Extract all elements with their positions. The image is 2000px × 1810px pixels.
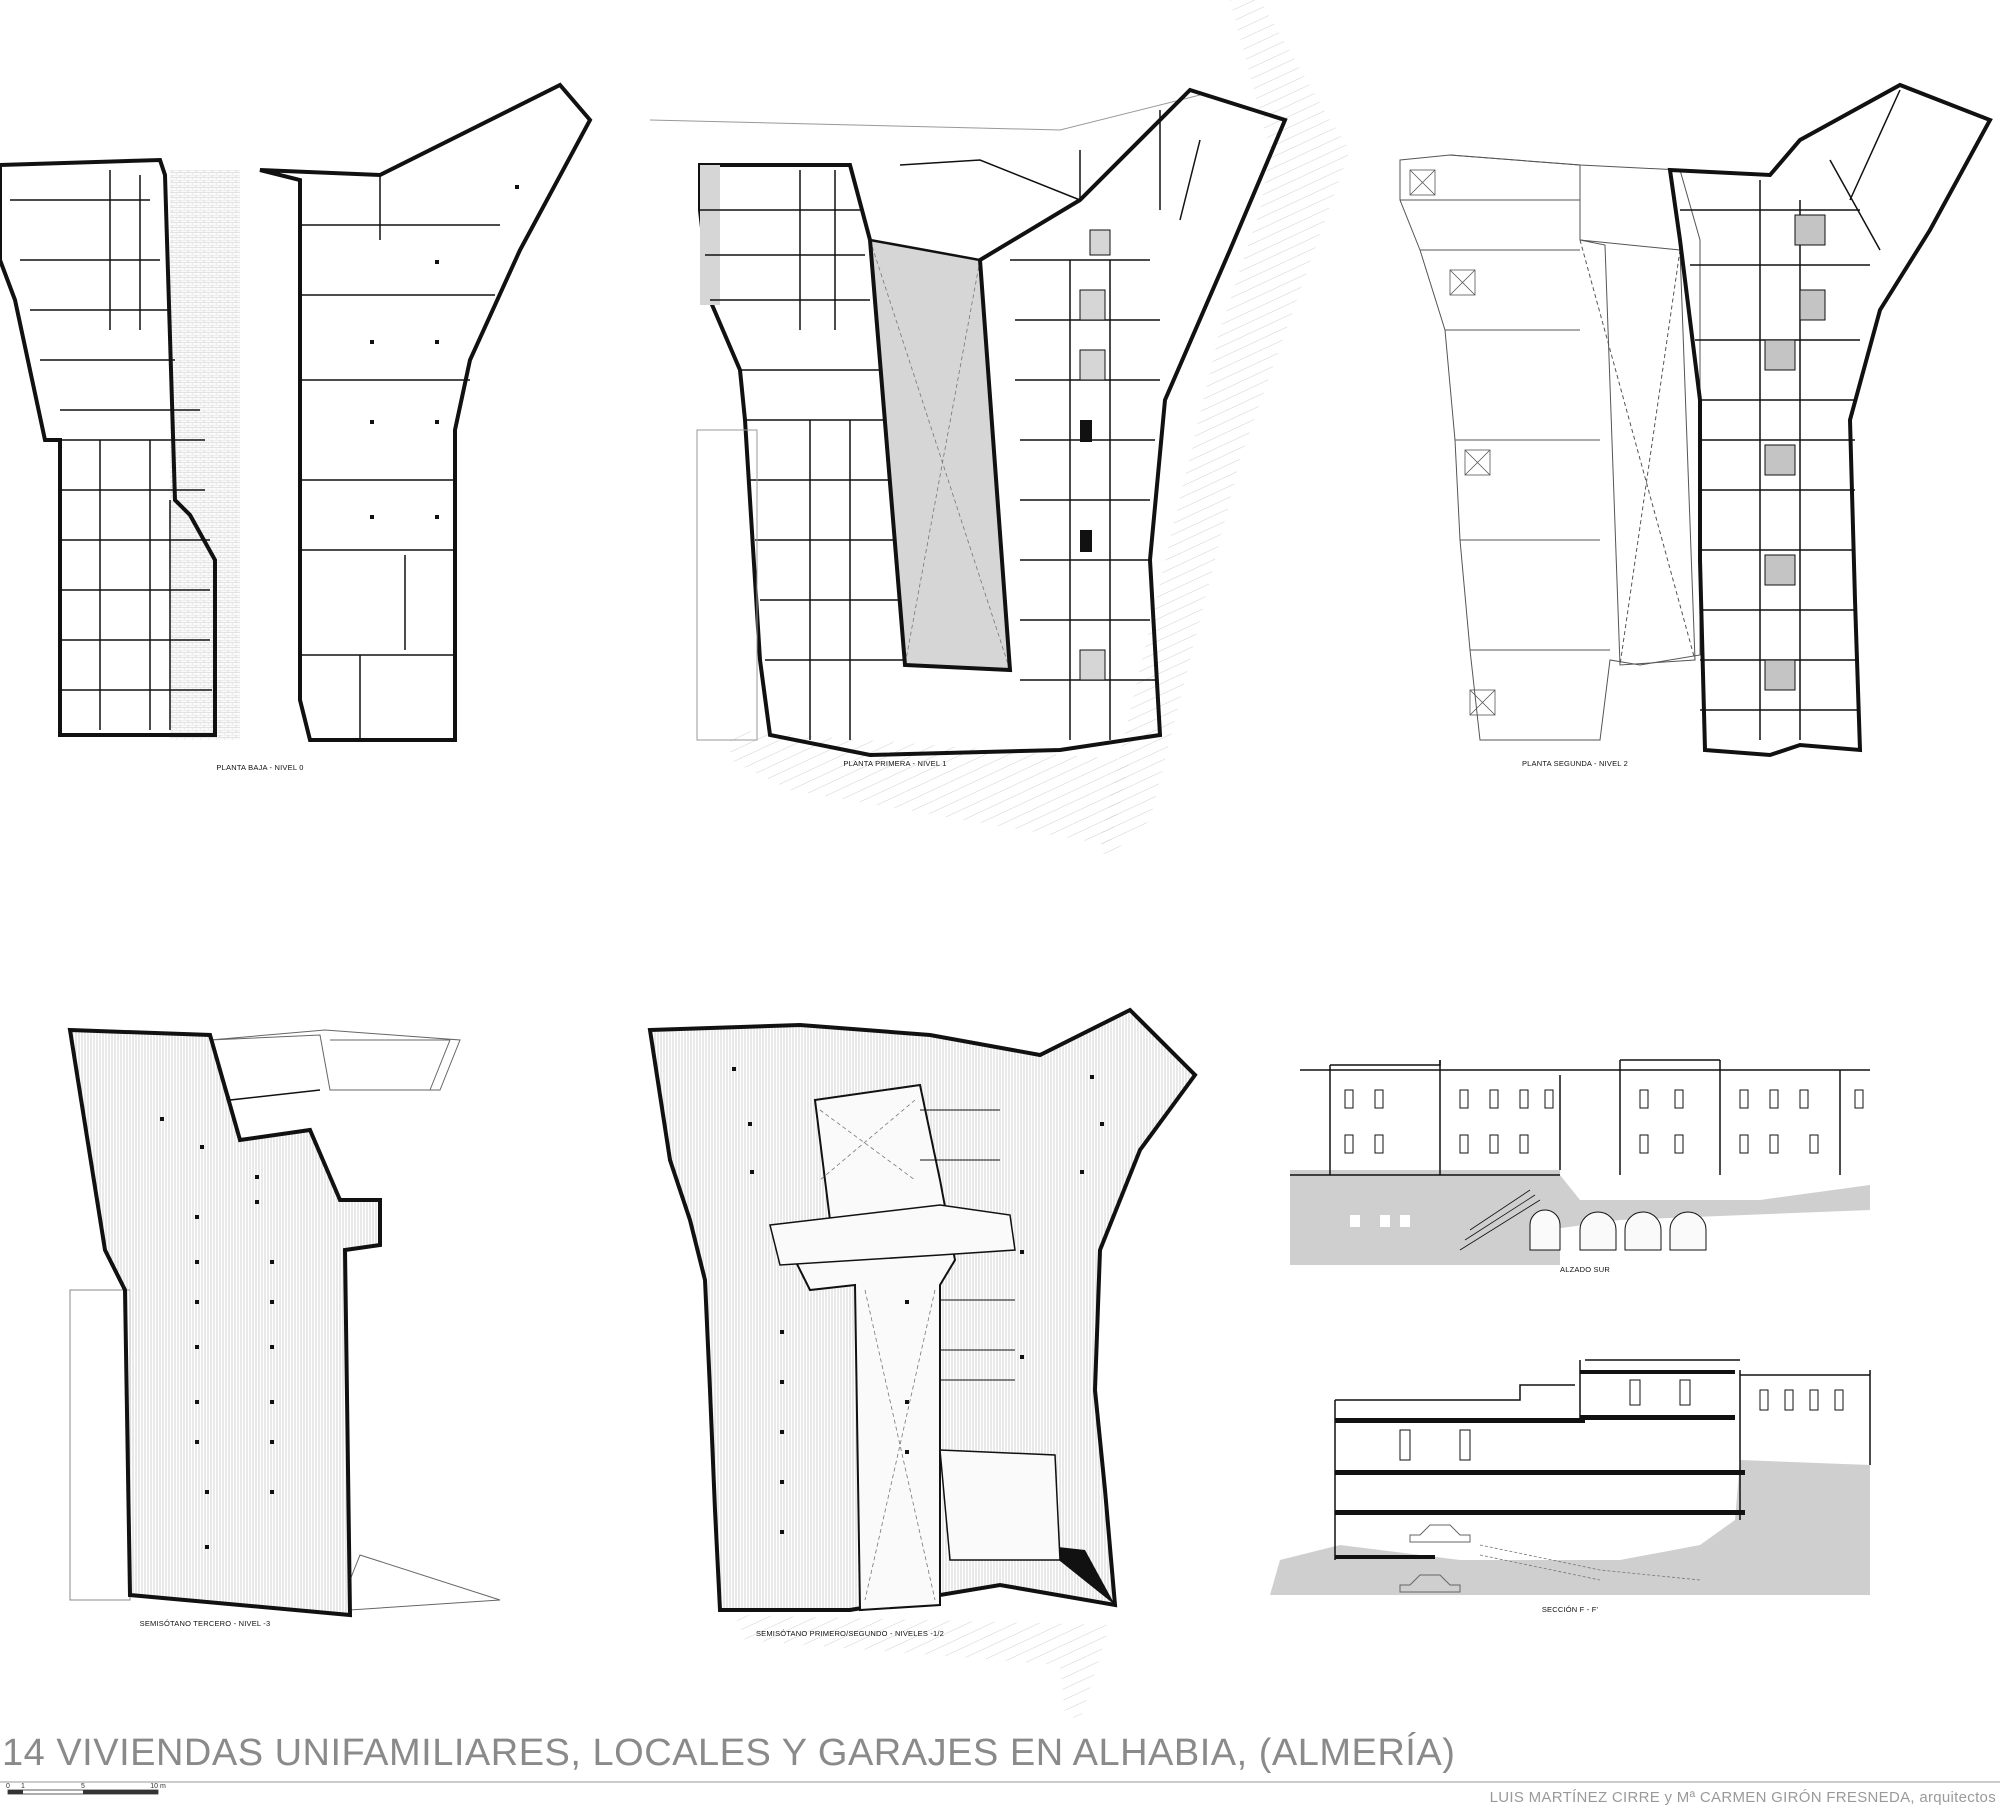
scale-label-1: 1 — [21, 1783, 25, 1790]
west-block-rooms — [10, 170, 212, 730]
caption-level-2: PLANTA SEGUNDA - NIVEL 2 — [1522, 759, 1628, 768]
caption-level-1: PLANTA PRIMERA - NIVEL 1 — [843, 759, 946, 768]
plan-level-minus-3: SEMISÓTANO TERCERO - NIVEL -3 — [67, 1027, 501, 1628]
roof-outlines — [1399, 154, 1701, 741]
west-block-outline — [0, 157, 217, 737]
level-minus-3-floor — [67, 1027, 382, 1618]
scale-bar: 0 1 5 10 m — [6, 1783, 166, 1795]
access-ramp — [349, 1554, 501, 1611]
plan-level-1: PLANTA PRIMERA - NIVEL 1 — [649, 0, 1350, 860]
level-minus-3-columns — [160, 1117, 274, 1549]
section-ff: SECCIÓN F - F' — [1270, 1359, 1871, 1614]
section-car-2 — [1409, 1524, 1471, 1543]
plan-level-0: PLANTA BAJA - NIVEL 0 — [0, 82, 593, 772]
level-2-services — [1764, 214, 1826, 691]
caption-levels-minus-1-2: SEMISÓTANO PRIMERO/SEGUNDO - NIVELES -1/… — [756, 1629, 944, 1638]
section-slabs — [1335, 1370, 1745, 1559]
adjacent-building-outline — [696, 429, 758, 741]
sheet-authors: LUIS MARTÍNEZ CIRRE y Mª CARMEN GIRÓN FR… — [1490, 1789, 1996, 1806]
elevation-arches — [1529, 1209, 1707, 1251]
plan-levels-minus-1-2: SEMISÓTANO PRIMERO/SEGUNDO - NIVELES -1/… — [647, 1007, 1198, 1720]
level-2-rooms — [1680, 89, 1901, 740]
terrain-bottom — [730, 730, 1130, 845]
title-block: 14 VIVIENDAS UNIFAMILIARES, LOCALES Y GA… — [0, 1731, 2000, 1806]
section-walls — [1334, 1359, 1871, 1560]
internal-ramp — [769, 1204, 1016, 1266]
section-car-1 — [1399, 1574, 1461, 1593]
section-openings — [1399, 1379, 1844, 1461]
level-minus-1-2-columns — [732, 1067, 1104, 1534]
columns — [370, 185, 519, 519]
caption-section-ff: SECCIÓN F - F' — [1542, 1605, 1599, 1614]
elevation-south: ALZADO SUR — [1290, 1059, 1870, 1274]
elevation-outline — [1290, 1059, 1870, 1176]
section-ground — [1270, 1460, 1870, 1595]
street-paving — [170, 170, 240, 740]
scale-label-5: 5 — [81, 1783, 85, 1790]
terrain-bottom-2 — [735, 1615, 1110, 1720]
elevation-stair — [1459, 1189, 1541, 1251]
east-block-units — [300, 175, 500, 740]
caption-level-minus-3: SEMISÓTANO TERCERO - NIVEL -3 — [140, 1619, 271, 1628]
plan-level-2: PLANTA SEGUNDA - NIVEL 2 — [1399, 82, 1993, 768]
level-1-services — [1079, 229, 1111, 681]
scale-label-0: 0 — [6, 1783, 10, 1790]
sheet-title: 14 VIVIENDAS UNIFAMILIARES, LOCALES Y GA… — [2, 1731, 1455, 1774]
adjacent-building-left — [69, 1289, 131, 1601]
ramp-outline-top — [209, 1029, 461, 1091]
scale-label-10: 10 m — [150, 1783, 166, 1790]
terrain-right — [1100, 0, 1350, 860]
skylights — [1409, 169, 1496, 716]
section-ramp — [1479, 1544, 1701, 1581]
elevation-windows — [1344, 1089, 1864, 1154]
caption-elevation-south: ALZADO SUR — [1560, 1265, 1610, 1274]
caption-level-0: PLANTA BAJA - NIVEL 0 — [216, 763, 303, 772]
level-2-outline — [1667, 82, 1993, 758]
east-block-outline — [259, 82, 593, 742]
